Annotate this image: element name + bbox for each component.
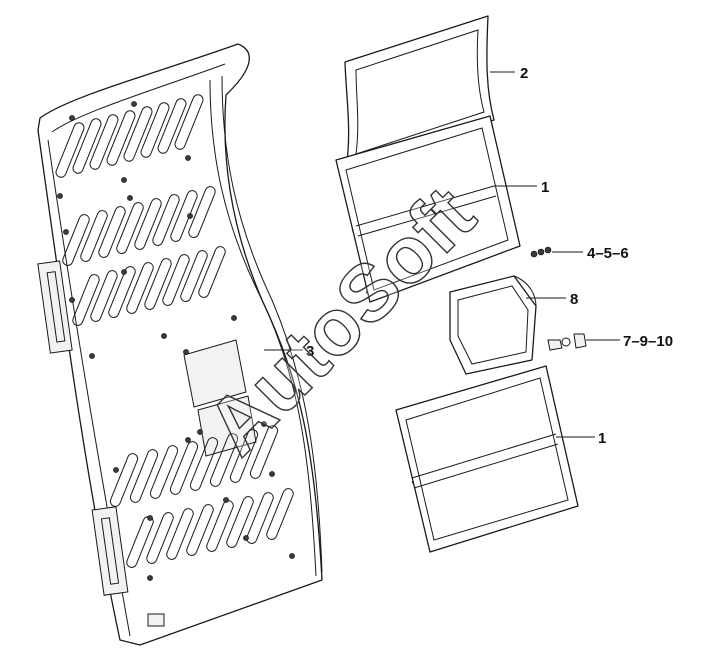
grille-slot <box>98 206 126 258</box>
bolt-head <box>197 429 203 435</box>
grille-slot <box>109 453 139 507</box>
bolt-head <box>131 101 137 107</box>
grille-slot <box>140 102 170 158</box>
bolt-head <box>121 177 127 183</box>
grille-slot <box>80 210 108 262</box>
grille-slot <box>126 262 154 314</box>
callout-1-lower: 1 <box>598 430 606 447</box>
cover-plate <box>449 275 537 375</box>
grille-slot <box>180 250 208 302</box>
grille-slot <box>149 445 179 499</box>
upper-frame <box>335 115 521 303</box>
grille-slot <box>166 508 194 560</box>
grille-slot <box>62 214 90 266</box>
bolt-head <box>161 333 167 339</box>
callout-1-upper: 1 <box>541 179 549 196</box>
grille-slot <box>72 118 102 174</box>
grille-slot <box>246 492 274 544</box>
fasteners-7-9-10 <box>547 333 587 351</box>
grille-slot <box>72 274 100 326</box>
bolt-head <box>183 349 189 355</box>
bolt-head <box>63 229 69 235</box>
grille-slots <box>55 94 294 568</box>
callout-8: 8 <box>570 291 578 308</box>
grille-slot <box>162 254 190 306</box>
bolt-head <box>147 575 153 581</box>
bolt-head <box>187 213 193 219</box>
grille-slot <box>189 437 219 491</box>
grille-slot <box>55 122 85 178</box>
callout-2: 2 <box>520 65 528 82</box>
grille-slot <box>186 504 214 556</box>
grille-slot <box>226 496 254 548</box>
grille-slot <box>209 433 239 487</box>
grille-slot <box>108 266 136 318</box>
bolt-head <box>185 155 191 161</box>
bolt-head <box>57 193 63 199</box>
bolt-head <box>243 535 249 541</box>
grille-slot <box>90 270 118 322</box>
grille-slot <box>229 429 259 483</box>
grille-slot <box>134 198 162 250</box>
grille-slot <box>188 186 216 238</box>
grille-slot <box>249 425 279 479</box>
grille-slot <box>206 500 234 552</box>
leader-lines <box>264 71 620 438</box>
lower-frame <box>395 365 579 553</box>
bolt-head <box>69 115 75 121</box>
fasteners-4-5-6 <box>530 246 552 258</box>
grille-panel <box>37 43 323 646</box>
bolt-head <box>121 269 127 275</box>
grille-slot <box>198 246 226 298</box>
grille-slot <box>106 110 136 166</box>
grille-slot <box>129 449 159 503</box>
bolt-head <box>113 467 119 473</box>
callout-7-9-10: 7–9–10 <box>623 333 673 350</box>
bolt-head <box>89 353 95 359</box>
grille-slot <box>123 106 153 162</box>
grille-slot <box>89 114 119 170</box>
grille-slot <box>169 441 199 495</box>
grille-slot <box>152 194 180 246</box>
grille-slot <box>266 488 294 540</box>
grille-slot <box>157 98 187 154</box>
grille-slot <box>116 202 144 254</box>
bolt-head <box>69 297 75 303</box>
bolt-head <box>261 421 267 427</box>
grille-slot <box>174 94 204 150</box>
bolt-head <box>231 315 237 321</box>
bolt-head <box>127 195 133 201</box>
bolt-head <box>289 553 295 559</box>
bolt-head <box>223 497 229 503</box>
callout-4-5-6: 4–5–6 <box>587 245 629 262</box>
bolt-head <box>185 437 191 443</box>
callout-3: 3 <box>306 343 314 360</box>
bolt-head <box>269 471 275 477</box>
bolt-head <box>147 515 153 521</box>
grille-slot <box>146 512 174 564</box>
grille-slot <box>144 258 172 310</box>
